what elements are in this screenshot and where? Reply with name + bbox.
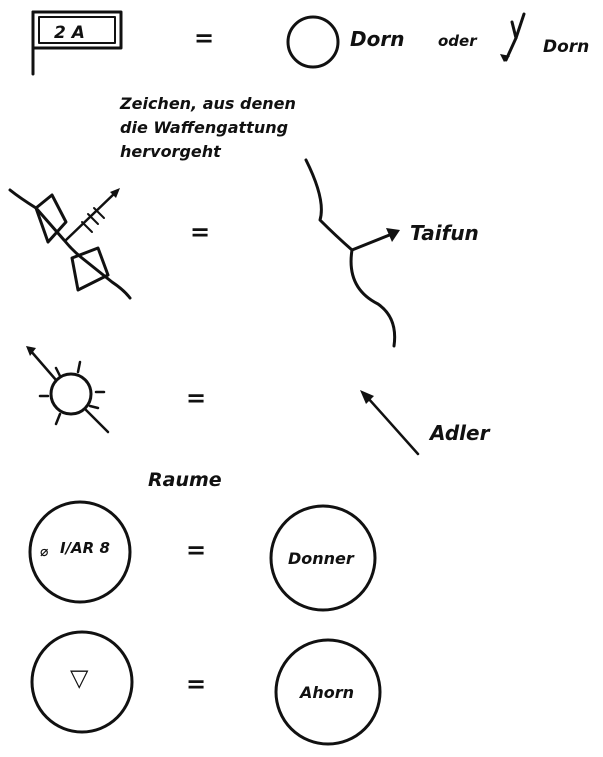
equals-sign: = bbox=[186, 536, 206, 564]
row-front: = Taifun bbox=[8, 158, 479, 348]
sun-symbol-icon bbox=[26, 346, 110, 434]
adler-arrow-icon bbox=[360, 390, 420, 456]
area-row-donner: ⌀ I/AR 8 = Donner bbox=[28, 500, 377, 612]
section-heading: Raume bbox=[148, 469, 222, 491]
label-donner: Donner bbox=[288, 549, 355, 568]
label-dorn: Dorn bbox=[350, 27, 404, 51]
area-circle-right bbox=[269, 504, 377, 612]
front-line-icon bbox=[8, 188, 132, 300]
equals-sign: = bbox=[190, 218, 210, 246]
label-adler: Adler bbox=[428, 421, 491, 445]
area-circle-right bbox=[274, 638, 382, 746]
row-flag: 2 A = Dorn oder Dorn bbox=[31, 10, 589, 76]
label-taifun: Taifun bbox=[410, 221, 479, 245]
row-adler: = Adler bbox=[26, 346, 491, 456]
flag-outer bbox=[31, 10, 123, 50]
label-ahorn: Ahorn bbox=[298, 683, 354, 702]
area-row-ahorn: ▽ = Ahorn bbox=[30, 630, 382, 746]
equals-sign: = bbox=[186, 670, 206, 698]
area-prefix: ⌀ bbox=[40, 544, 49, 560]
equals-sign: = bbox=[186, 384, 206, 412]
area-circle-left bbox=[30, 630, 134, 734]
area-circle-left bbox=[28, 500, 132, 604]
note-line-1: Zeichen, aus denen bbox=[119, 94, 296, 113]
note-line-3: hervorgeht bbox=[120, 142, 222, 161]
label-dorn-2: Dorn bbox=[543, 37, 589, 57]
flag-inner bbox=[38, 16, 116, 44]
note-block: Zeichen, aus denen die Waffengattung her… bbox=[119, 94, 296, 161]
area-left-text: I/AR 8 bbox=[60, 539, 110, 557]
circle-icon bbox=[286, 15, 340, 69]
triangle-icon: ▽ bbox=[70, 664, 89, 692]
equals-sign: = bbox=[194, 24, 214, 52]
connector-oder: oder bbox=[438, 32, 478, 50]
note-line-2: die Waffengattung bbox=[120, 118, 288, 137]
taifun-line-icon bbox=[304, 158, 400, 348]
flag-text: 2 A bbox=[54, 23, 85, 43]
dorn-arrow-icon bbox=[500, 12, 526, 62]
